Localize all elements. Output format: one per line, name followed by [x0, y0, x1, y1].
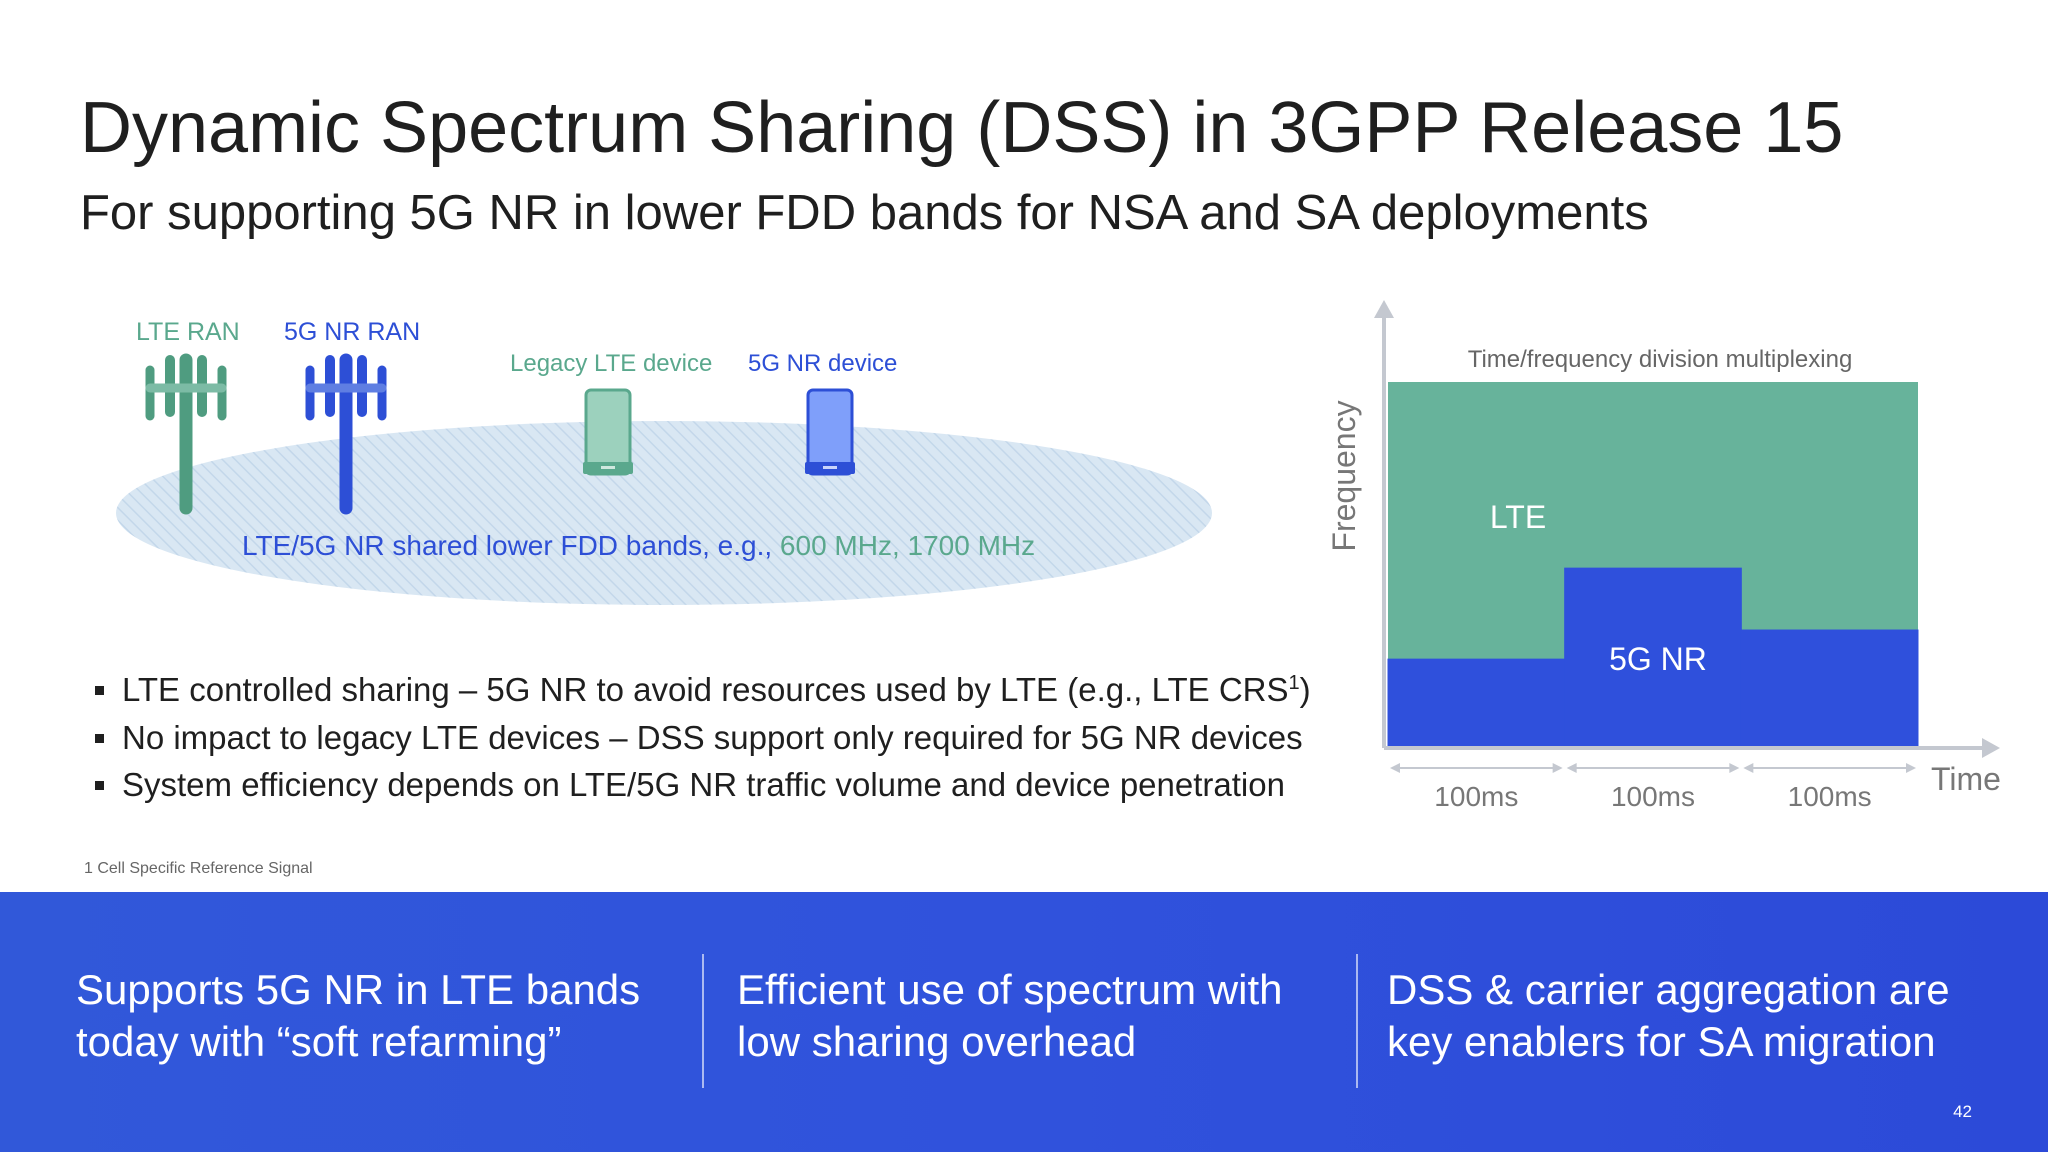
- key-benefits-banner: Supports 5G NR in LTE bands today with “…: [0, 892, 2048, 1152]
- x-axis-arrow: [1982, 738, 2000, 758]
- benefit-efficient-spectrum: Efficient use of spectrum with low shari…: [737, 966, 1283, 1065]
- benefit-soft-refarming: Supports 5G NR in LTE bands today with “…: [76, 966, 641, 1065]
- x-axis-label: Time: [1931, 761, 2001, 797]
- nr-device-label: 5G NR device: [748, 350, 898, 377]
- nr-tower-icon: [305, 353, 387, 515]
- banner-divider: [1356, 954, 1358, 1088]
- nr-ran-label: 5G NR RAN: [284, 318, 421, 346]
- lte-tower-icon: [145, 353, 227, 515]
- interval-label: 100ms: [1611, 781, 1695, 812]
- legacy-lte-phone-icon: [583, 388, 633, 476]
- interval-arrow: [1390, 763, 1563, 773]
- benefit-sa-migration: DSS & carrier aggregation are key enable…: [1387, 966, 1950, 1065]
- y-axis-label: Frequency: [1326, 400, 1362, 551]
- shared-band-label-green: 600 MHz, 1700 MHz: [779, 530, 1036, 561]
- bullet-item: LTE controlled sharing – 5G NR to avoid …: [92, 666, 1311, 714]
- deployment-illustration: [116, 353, 1212, 605]
- interval-arrow: [1566, 763, 1740, 773]
- chart-svg: 100ms 100ms 100ms Time/frequency division …: [1326, 300, 2001, 812]
- interval-markers: 100ms 100ms 100ms: [1390, 763, 1916, 812]
- interval-label: 100ms: [1434, 781, 1518, 812]
- nr-region-label: 5G NR: [1609, 641, 1707, 677]
- bullet-list: LTE controlled sharing – 5G NR to avoid …: [92, 666, 1311, 809]
- footnote: 1 Cell Specific Reference Signal: [84, 860, 313, 877]
- dss-deployment-diagram: LTE RAN 5G NR RAN Legacy LTE device 5G N…: [100, 300, 1240, 620]
- y-axis-arrow: [1374, 300, 1394, 318]
- bullet-item: No impact to legacy LTE devices – DSS su…: [92, 714, 1311, 762]
- bullet-item: System efficiency depends on LTE/5G NR t…: [92, 761, 1311, 809]
- lte-ran-label: LTE RAN: [136, 318, 240, 346]
- nr-region-segment: [1387, 658, 1566, 746]
- interval-arrow: [1743, 763, 1916, 773]
- slide-title: Dynamic Spectrum Sharing (DSS) in 3GPP R…: [80, 88, 1844, 168]
- nr-phone-icon: [805, 388, 855, 476]
- banner-divider: [702, 954, 704, 1088]
- interval-label: 100ms: [1788, 781, 1872, 812]
- shared-band-label: LTE/5G NR shared lower FDD bands, e.g., …: [242, 530, 1035, 562]
- shared-band-label-blue: LTE/5G NR shared lower FDD bands, e.g.,: [242, 530, 773, 561]
- page-number: 42: [1953, 1102, 1972, 1121]
- shared-band-ellipse: [116, 421, 1212, 605]
- nr-region-segment: [1564, 567, 1742, 746]
- nr-region-segment: [1740, 629, 1919, 746]
- chart-title: Time/frequency division multiplexing: [1468, 346, 1853, 373]
- chart-plot-area: [1387, 382, 1919, 746]
- slide-subtitle: For supporting 5G NR in lower FDD bands …: [80, 186, 1649, 240]
- tdm-fdm-chart: 100ms 100ms 100ms Time/frequency division …: [1310, 296, 2010, 836]
- legacy-device-label: Legacy LTE device: [510, 350, 713, 377]
- lte-region-label: LTE: [1490, 499, 1546, 535]
